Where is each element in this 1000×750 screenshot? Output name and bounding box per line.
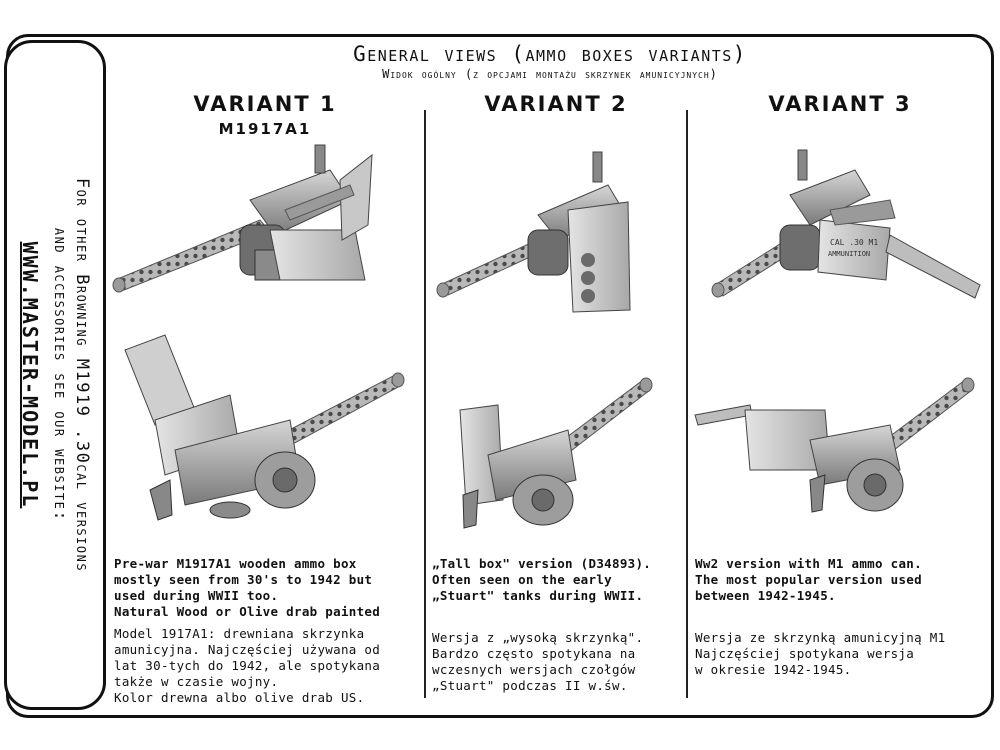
column-divider-2 [686, 110, 688, 698]
variant-2-description-en: „Tall box" version (D34893). Often seen … [432, 556, 652, 603]
variant-1-top-illustration [112, 144, 373, 293]
variant-3-description-en: Ww2 version with M1 ammo can. The most p… [695, 556, 922, 603]
ammo-can-marking-1: CAL .30 M1 [830, 238, 878, 247]
variant-2-heading: VARIANT 2 [484, 92, 628, 116]
variant-1-description-en: Pre-war M1917A1 wooden ammo box mostly s… [114, 556, 381, 619]
variant-3-top-illustration: CAL .30 M1 AMMUNITION [711, 149, 981, 299]
website-link[interactable]: WWW.MASTER-MODEL.PL [18, 241, 42, 509]
variant-3-bottom-illustration [694, 377, 975, 513]
variant-3-heading: VARIANT 3 [768, 92, 912, 116]
variant-1-description-pl: Model 1917A1: drewniana skrzynka amunicy… [114, 626, 381, 705]
ammo-can-marking-2: AMMUNITION [828, 250, 870, 258]
variant-1-heading: VARIANT 1 [193, 92, 337, 116]
sidebar-panel: For other Browning M1919 .30cal versions… [4, 40, 106, 710]
page-subtitle: Widok ogólny (z opcjami montażu skrzynek… [382, 67, 718, 81]
variant-2-top-illustration [436, 151, 631, 313]
variant-1-bottom-illustration [124, 334, 405, 521]
variant-1-subheading: M1917A1 [218, 120, 312, 138]
variant-2-bottom-illustration [459, 377, 653, 529]
page-title: General views (ammo boxes variants) [353, 42, 747, 66]
column-divider-1 [424, 110, 426, 698]
variant-3-description-pl: Wersja ze skrzynką amunicyjną M1 Najczęś… [695, 630, 946, 677]
variant-2-description-pl: Wersja z „wysoką skrzynką". Bardzo częst… [432, 630, 644, 693]
sidebar-line-1: For other Browning M1919 .30cal versions [72, 177, 92, 573]
sidebar-text: For other Browning M1919 .30cal versions… [17, 65, 93, 685]
sidebar-line-2: and accessories see our website: [50, 227, 70, 523]
